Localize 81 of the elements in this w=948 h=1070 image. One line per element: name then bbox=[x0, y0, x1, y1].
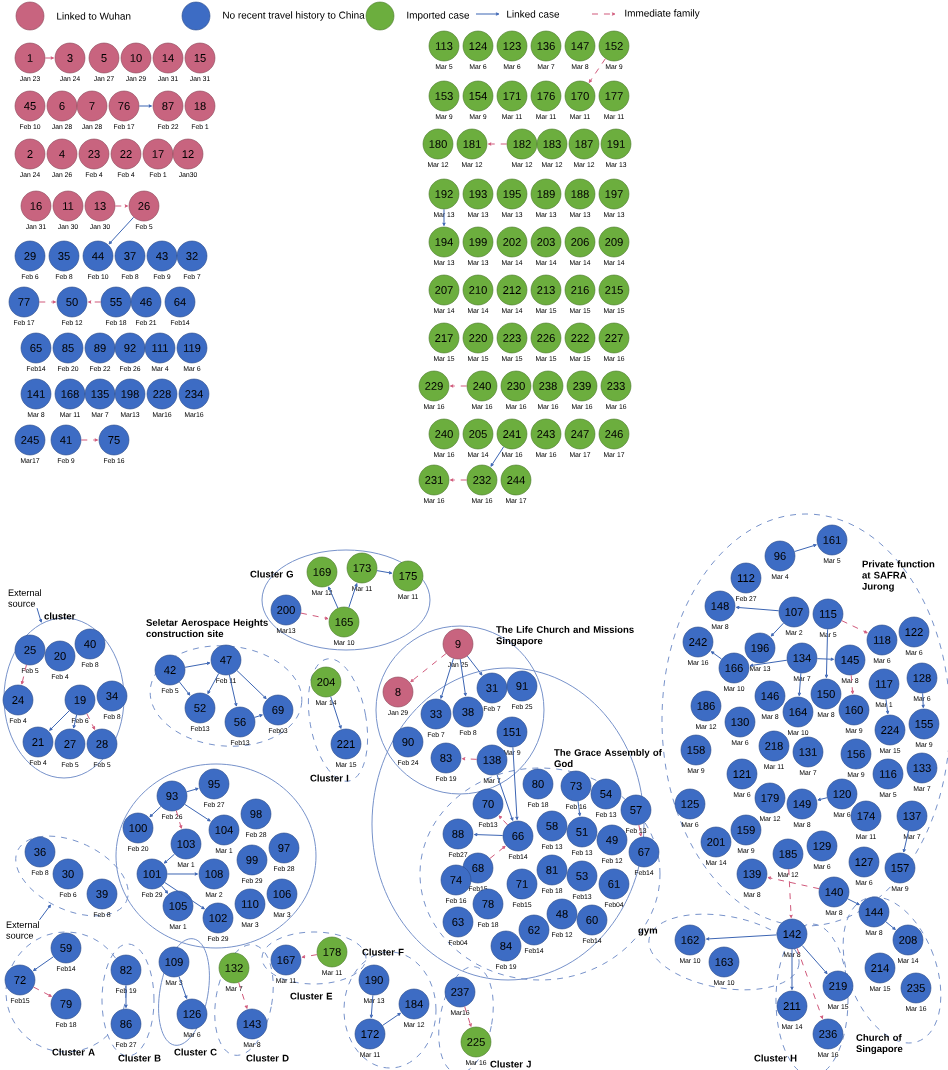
arrow bbox=[186, 787, 199, 793]
arrow bbox=[449, 478, 468, 482]
arrow bbox=[841, 620, 868, 634]
arrow bbox=[39, 904, 51, 921]
arrow bbox=[164, 882, 205, 910]
arrow bbox=[228, 674, 238, 707]
arrow bbox=[207, 672, 220, 695]
arrow bbox=[496, 774, 514, 821]
arrow bbox=[767, 876, 820, 890]
arrow bbox=[238, 982, 248, 1009]
arrow bbox=[466, 655, 483, 676]
arrow bbox=[473, 833, 504, 837]
arrow bbox=[376, 570, 393, 575]
arrow bbox=[749, 659, 788, 667]
arrow bbox=[330, 696, 342, 729]
arrow bbox=[328, 586, 339, 609]
arrow bbox=[72, 714, 78, 729]
arrow bbox=[710, 651, 723, 660]
arrow bbox=[114, 204, 129, 208]
arrow bbox=[577, 800, 582, 817]
arrow bbox=[796, 947, 824, 1020]
arrow bbox=[36, 607, 43, 623]
arrow bbox=[348, 583, 358, 608]
arrow bbox=[490, 446, 505, 467]
arrow bbox=[20, 664, 27, 685]
arrow bbox=[735, 605, 780, 612]
arrow bbox=[38, 300, 57, 304]
arrow bbox=[410, 653, 447, 683]
arrow bbox=[801, 944, 828, 975]
arrow bbox=[440, 658, 454, 699]
arrow bbox=[44, 56, 55, 60]
arrow bbox=[847, 898, 860, 906]
arrow bbox=[850, 674, 855, 695]
arrow bbox=[498, 815, 509, 826]
arrow bbox=[49, 710, 70, 731]
arrow bbox=[254, 714, 263, 718]
arrow bbox=[921, 692, 925, 709]
arrow bbox=[184, 661, 211, 668]
arrow bbox=[588, 58, 606, 83]
arrow bbox=[80, 438, 99, 442]
arrow bbox=[369, 994, 374, 1019]
arrow bbox=[300, 612, 329, 620]
arrow bbox=[794, 544, 817, 552]
arrow bbox=[138, 104, 153, 108]
arrow bbox=[797, 672, 802, 697]
arrow bbox=[124, 984, 128, 1009]
arrow bbox=[87, 300, 102, 304]
arrow bbox=[442, 208, 446, 227]
arrow bbox=[464, 1006, 472, 1027]
arrow bbox=[178, 975, 188, 999]
arrow bbox=[161, 885, 169, 894]
arrow bbox=[184, 803, 211, 822]
arrow bbox=[175, 810, 183, 829]
arrow bbox=[638, 824, 643, 837]
arrow bbox=[770, 622, 784, 637]
arrow bbox=[885, 921, 896, 931]
arrow bbox=[382, 1012, 401, 1026]
arrow bbox=[108, 216, 135, 245]
arrow bbox=[166, 872, 199, 876]
arrow bbox=[824, 628, 829, 679]
arrow bbox=[33, 986, 52, 997]
arrow bbox=[790, 948, 794, 991]
arrow bbox=[817, 797, 828, 801]
arrow bbox=[459, 658, 467, 697]
arrow bbox=[816, 657, 835, 661]
arrow bbox=[163, 853, 176, 864]
arrow bbox=[461, 757, 478, 761]
arrow bbox=[705, 934, 778, 941]
arrow bbox=[489, 845, 506, 859]
arrow bbox=[487, 142, 508, 146]
arrow bbox=[86, 713, 96, 730]
arrow bbox=[149, 806, 162, 818]
arrow bbox=[33, 956, 54, 972]
arrow bbox=[449, 384, 468, 388]
arrow bbox=[512, 746, 519, 821]
arrow bbox=[178, 681, 191, 696]
arrow bbox=[301, 954, 318, 959]
arrow bbox=[236, 670, 267, 700]
arrow bbox=[902, 830, 910, 853]
arrow bbox=[885, 698, 890, 715]
arrow bbox=[788, 868, 793, 919]
